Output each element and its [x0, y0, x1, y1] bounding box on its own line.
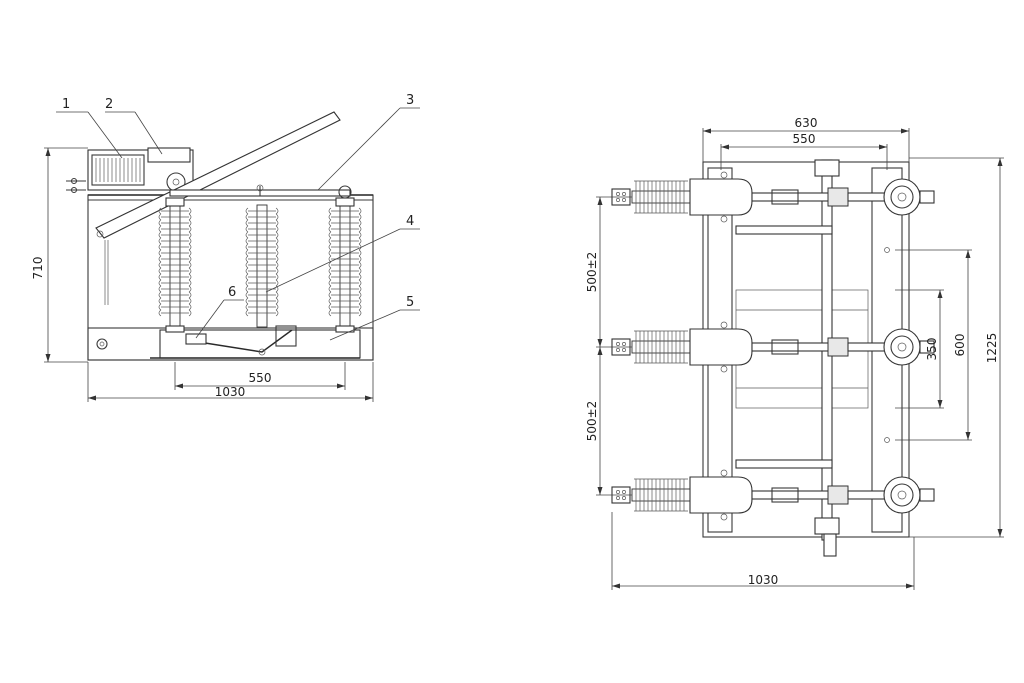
callout-6: 6	[228, 285, 236, 300]
dim-350: 350	[925, 338, 939, 361]
dim-600: 600	[953, 334, 967, 357]
phase-c	[612, 470, 934, 520]
dim-height-710: 710	[31, 257, 45, 280]
grounding-blade	[95, 111, 341, 239]
dim-width-1030-top: 1030	[748, 573, 779, 587]
phase-a	[612, 172, 934, 222]
dim-550: 550	[793, 132, 816, 146]
callout-5: 5	[406, 295, 414, 310]
callout-1: 1	[62, 97, 70, 112]
dim-pitch-lower: 500±2	[585, 401, 599, 442]
callout-2: 2	[105, 97, 113, 112]
dim-pitch-upper: 500±2	[585, 252, 599, 293]
dim-1225: 1225	[985, 333, 999, 364]
phase-b	[612, 322, 934, 372]
callout-4: 4	[406, 214, 414, 229]
top-view	[596, 128, 1004, 590]
drive-linkage	[185, 329, 293, 353]
callout-3: 3	[406, 93, 414, 108]
dim-span-550: 550	[249, 371, 272, 385]
side-view	[44, 107, 420, 402]
dim-width-1030: 1030	[215, 385, 246, 399]
dim-630: 630	[795, 116, 818, 130]
